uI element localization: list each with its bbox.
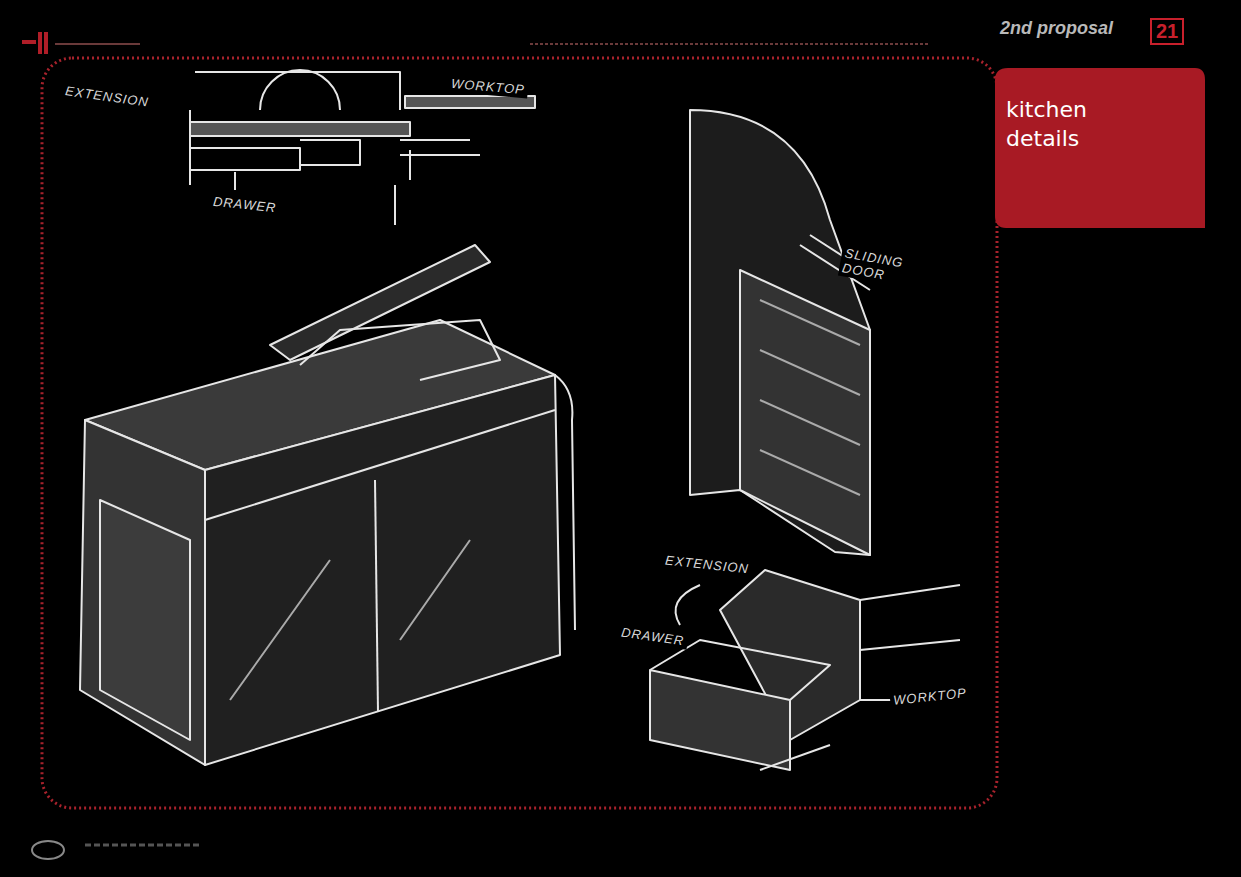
- sketch-label: WORKTOP: [447, 75, 528, 99]
- sketch-label: EXTENSION: [661, 551, 752, 577]
- panel-heading: kitchen details: [1006, 96, 1136, 153]
- sketch-label: DRAWER: [209, 192, 280, 216]
- sketch-label: EXTENSION: [61, 82, 153, 111]
- page-title: 2nd proposal: [1000, 18, 1113, 39]
- tab-panel: kitchen details: [1006, 96, 1196, 153]
- page-number: 21: [1150, 18, 1184, 45]
- sketch-label: WORKTOP: [889, 684, 970, 709]
- sketch-label: DRAWER: [617, 623, 688, 650]
